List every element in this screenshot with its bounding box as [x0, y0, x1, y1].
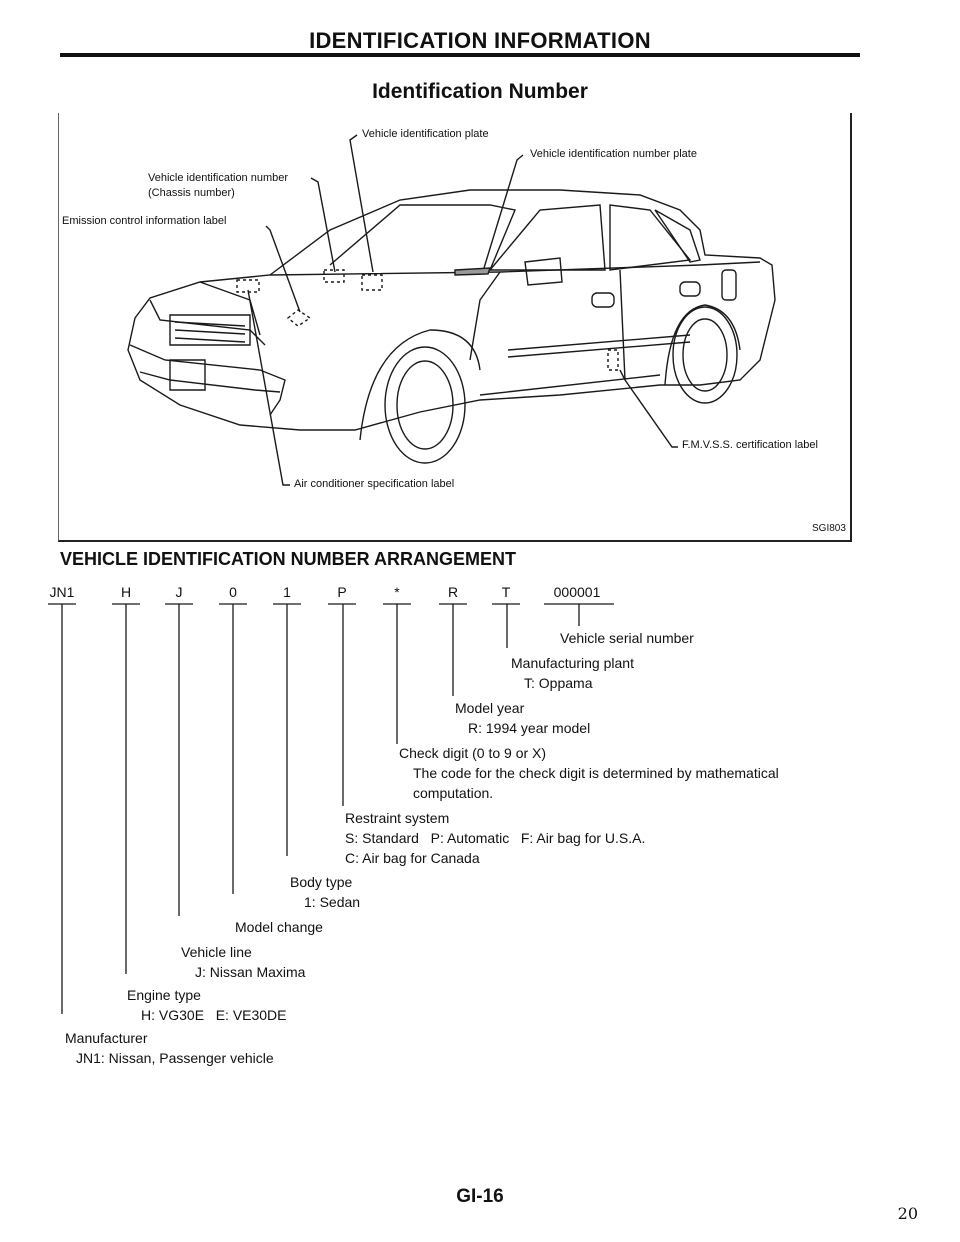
desc-check-digit-note1: The code for the check digit is determin…: [413, 765, 779, 781]
arrangement-title: VEHICLE IDENTIFICATION NUMBER ARRANGEMEN…: [60, 549, 516, 569]
page-number: 20: [897, 1204, 918, 1223]
vin-char-model-year: R: [447, 584, 459, 600]
label-vin-plate: Vehicle identification number plate: [530, 148, 697, 160]
desc-body-type-value: 1: Sedan: [304, 894, 361, 910]
figure-code: SGI803: [812, 523, 846, 534]
vin-char-model-change: 0: [229, 584, 237, 600]
vin-bracket-lines: [0, 596, 960, 1046]
vin-char-restraint: P: [337, 584, 347, 600]
label-vehicle-identification-plate: Vehicle identification plate: [362, 128, 489, 140]
desc-engine-type: Engine type: [127, 987, 201, 1003]
figure-frame: [58, 113, 852, 542]
desc-manufacturer: Manufacturer: [65, 1030, 148, 1046]
desc-model-year: Model year: [455, 700, 525, 716]
vin-char-plant: T: [501, 584, 511, 600]
page-code: GI-16: [456, 1186, 504, 1207]
desc-check-digit: Check digit (0 to 9 or X): [399, 745, 547, 761]
desc-body-type: Body type: [290, 874, 353, 890]
desc-plant-value: T: Oppama: [524, 675, 593, 691]
label-emission-control: Emission control information label: [62, 215, 227, 227]
desc-restraint: Restraint system: [345, 810, 450, 826]
desc-model-year-value: R: 1994 year model: [468, 720, 591, 736]
label-fmvss-certification: F.M.V.S.S. certification label: [682, 439, 818, 451]
vin-char-vehicle-line: J: [175, 584, 183, 600]
label-vin-chassis-line2: (Chassis number): [148, 187, 235, 199]
vin-char-manufacturer: JN1: [49, 584, 75, 600]
desc-engine-type-value: H: VG30E E: VE30DE: [141, 1007, 287, 1023]
vin-char-check-digit: *: [394, 584, 400, 600]
header-rule: [60, 53, 860, 57]
desc-model-change: Model change: [235, 919, 323, 935]
label-air-conditioner-spec: Air conditioner specification label: [294, 478, 455, 490]
vin-char-body-type: 1: [283, 584, 291, 600]
section-title: Identification Number: [372, 80, 588, 103]
vin-char-serial: 000001: [553, 584, 601, 600]
desc-serial: Vehicle serial number: [560, 630, 694, 646]
vin-char-engine: H: [120, 584, 132, 600]
page-header-title: IDENTIFICATION INFORMATION: [309, 28, 651, 53]
desc-vehicle-line: Vehicle line: [181, 944, 252, 960]
desc-plant: Manufacturing plant: [511, 655, 634, 671]
desc-manufacturer-value: JN1: Nissan, Passenger vehicle: [76, 1050, 274, 1066]
car-illustration: [0, 0, 960, 560]
desc-check-digit-note2: computation.: [413, 785, 494, 801]
desc-restraint-value2: C: Air bag for Canada: [345, 850, 480, 866]
desc-vehicle-line-value: J: Nissan Maxima: [195, 964, 306, 980]
label-vin-chassis-line1: Vehicle identification number: [148, 172, 289, 184]
desc-restraint-value1: S: Standard P: Automatic F: Air bag for …: [345, 830, 646, 846]
